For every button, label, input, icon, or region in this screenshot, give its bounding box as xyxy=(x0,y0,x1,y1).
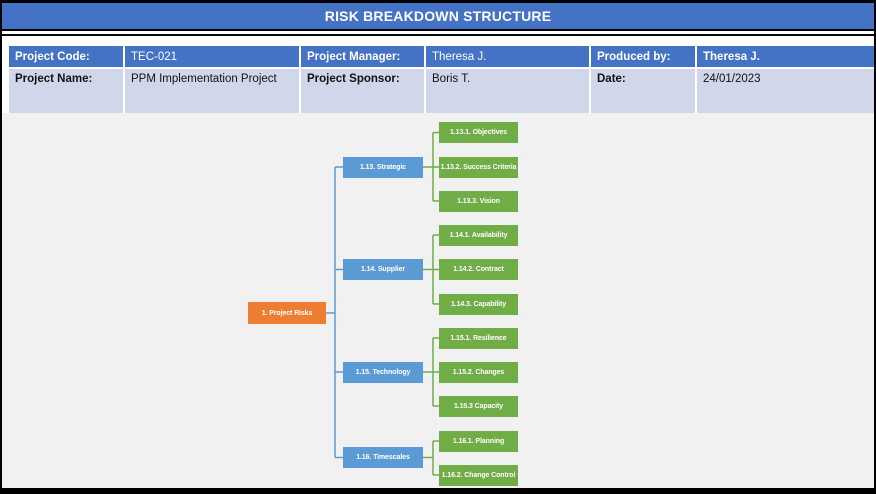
date-label: Date: xyxy=(591,69,695,113)
node-timescales[interactable]: 1.16. Timescales xyxy=(343,447,423,468)
title-bar: RISK BREAKDOWN STRUCTURE xyxy=(2,3,874,31)
node-objectives[interactable]: 1.13.1. Objectives xyxy=(439,122,518,143)
node-project-risks[interactable]: 1. Project Risks xyxy=(248,302,326,324)
project-name-label: Project Name: xyxy=(9,69,123,113)
project-sponsor-value[interactable]: Boris T. xyxy=(426,69,589,113)
node-supplier[interactable]: 1.14. Supplier xyxy=(343,259,423,280)
node-planning[interactable]: 1.16.1. Planning xyxy=(439,430,518,452)
node-vision[interactable]: 1.13.3. Vision xyxy=(439,190,518,212)
node-resilience[interactable]: 1.15.1. Resilience xyxy=(439,327,518,349)
node-success-criteria[interactable]: 1.13.2. Success Criteria xyxy=(439,156,518,178)
project-sponsor-label: Project Sponsor: xyxy=(301,69,424,113)
diagram-canvas xyxy=(2,113,874,488)
title-divider xyxy=(2,34,874,36)
project-manager-value[interactable]: Theresa J. xyxy=(426,46,589,67)
project-manager-label: Project Manager: xyxy=(301,46,424,67)
project-info-table: Project Code: TEC-021 Project Manager: T… xyxy=(9,46,876,113)
page-title: RISK BREAKDOWN STRUCTURE xyxy=(324,8,552,24)
node-strategic[interactable]: 1.13. Strategic xyxy=(343,156,423,178)
produced-by-label: Produced by: xyxy=(591,46,695,67)
project-name-value[interactable]: PPM Implementation Project xyxy=(125,69,299,113)
node-changes[interactable]: 1.15.2. Changes xyxy=(439,361,518,383)
node-availability[interactable]: 1.14.1. Availability xyxy=(439,224,518,246)
produced-by-value[interactable]: Theresa J. xyxy=(697,46,876,67)
node-capacity[interactable]: 1.15.3 Capacity xyxy=(439,395,518,417)
date-value[interactable]: 24/01/2023 xyxy=(697,69,876,113)
project-code-value[interactable]: TEC-021 xyxy=(125,46,299,67)
node-capability[interactable]: 1.14.3. Capability xyxy=(439,293,518,315)
node-change-control[interactable]: 1.16.2. Change Control xyxy=(439,464,518,486)
project-code-label: Project Code: xyxy=(9,46,123,67)
node-contract[interactable]: 1.14.2. Contract xyxy=(439,259,518,280)
node-technology[interactable]: 1.15. Technology xyxy=(343,361,423,383)
